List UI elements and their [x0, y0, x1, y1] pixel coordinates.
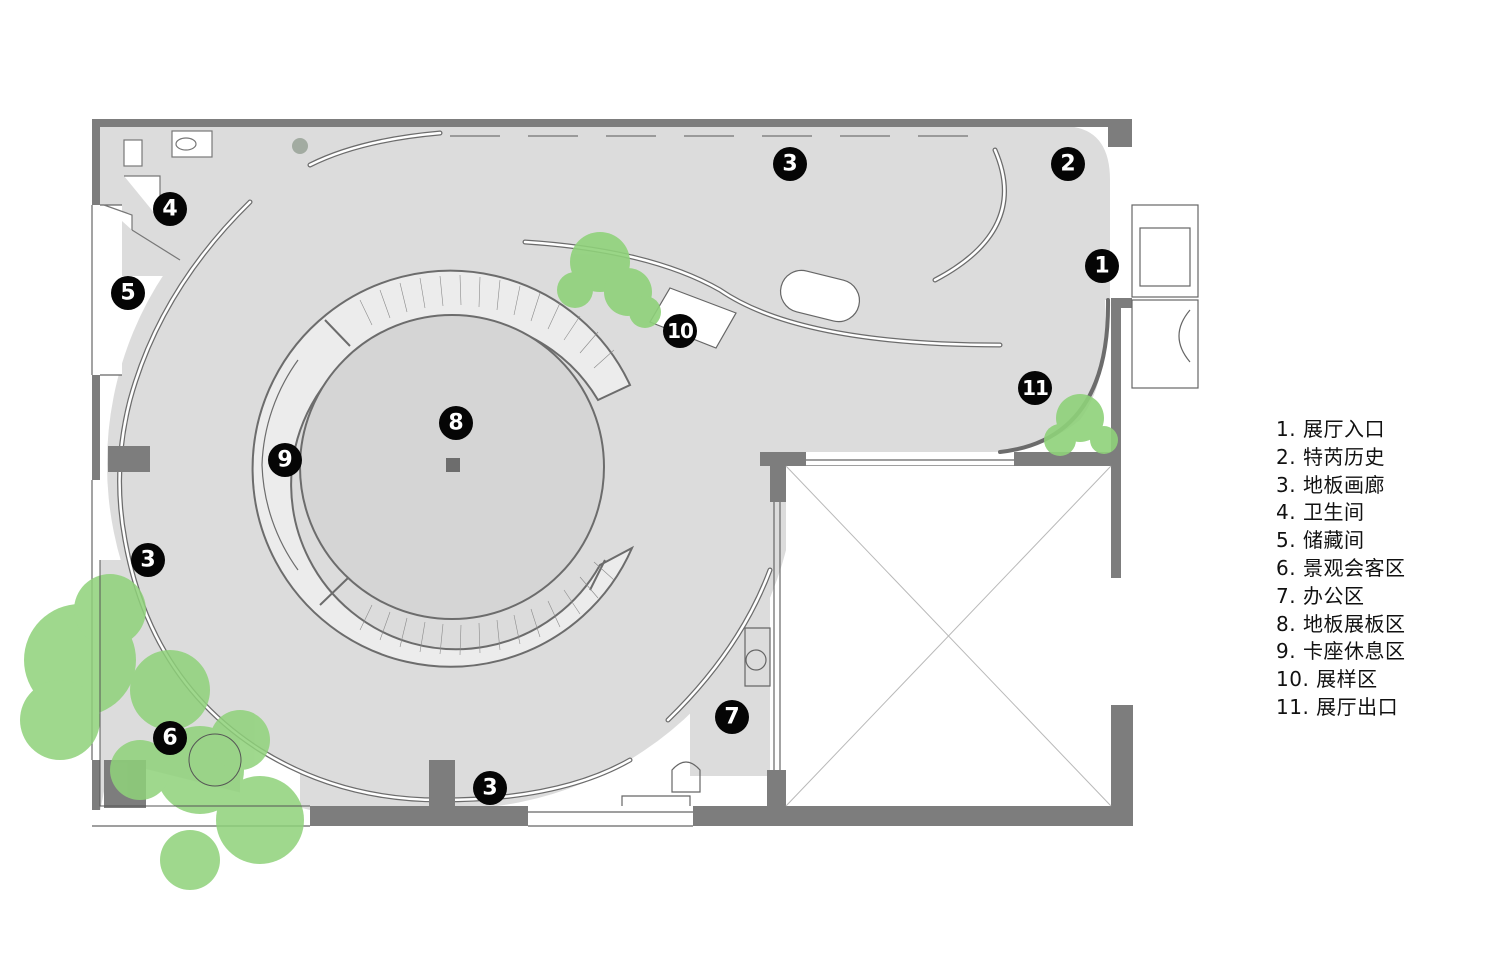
svg-text:1: 1 [1094, 254, 1109, 279]
svg-text:6: 6 [162, 726, 177, 751]
legend-item: 5. 储藏间 [1276, 528, 1365, 553]
svg-text:3: 3 [482, 776, 497, 801]
restroom-fixtures [103, 130, 213, 261]
lounge-outline [99, 560, 310, 807]
marker-3-top: 3 [773, 147, 807, 181]
circular-exhibit [251, 269, 635, 668]
svg-text:10: 10 [667, 319, 693, 343]
svg-text:8: 8 [448, 411, 463, 436]
legend-item: 9. 卡座休息区 [1276, 639, 1406, 664]
marker-1: 1 [1085, 249, 1119, 283]
legend: 1. 展厅入口 2. 特芮历史 3. 地板画廊 4. 卫生间 5. 储藏间 6.… [1276, 416, 1405, 722]
legend-item: 4. 卫生间 [1276, 500, 1365, 525]
legend-item: 11. 展厅出口 [1276, 694, 1399, 719]
legend-item: 2. 特芮历史 [1276, 444, 1385, 469]
marker-11: 11 [1018, 371, 1052, 405]
marker-6: 6 [153, 721, 187, 755]
display-pedestals [649, 269, 861, 349]
central-column [446, 458, 460, 472]
marker-5: 5 [111, 276, 145, 310]
svg-text:2: 2 [1060, 152, 1075, 177]
greenery-tree-upper [292, 138, 661, 328]
svg-text:11: 11 [1022, 376, 1048, 400]
atrium-void [785, 465, 1112, 807]
marker-3-bottom: 3 [473, 771, 507, 805]
legend-item: 8. 地板展板区 [1276, 611, 1406, 636]
svg-text:3: 3 [140, 548, 155, 573]
marker-7: 7 [715, 700, 749, 734]
marker-4: 4 [153, 192, 187, 226]
seating-hatch [359, 274, 615, 656]
marker-8: 8 [439, 406, 473, 440]
svg-text:7: 7 [724, 705, 739, 730]
svg-text:9: 9 [277, 448, 292, 473]
marker-3-left: 3 [131, 543, 165, 577]
marker-10: 10 [663, 314, 697, 348]
legend-item: 10. 展样区 [1276, 667, 1378, 692]
svg-text:3: 3 [782, 152, 797, 177]
legend-item: 3. 地板画廊 [1276, 472, 1385, 497]
svg-text:4: 4 [162, 197, 177, 222]
legend-item: 6. 景观会客区 [1276, 555, 1406, 580]
greenery-tree-lounge [20, 574, 304, 890]
greenery-tree-exit [1044, 394, 1118, 456]
markers: 1 2 3 3 3 4 5 6 7 8 9 10 [111, 147, 1119, 805]
svg-text:5: 5 [120, 281, 135, 306]
marker-2: 2 [1051, 147, 1085, 181]
legend-item: 1. 展厅入口 [1276, 417, 1385, 441]
legend-item: 7. 办公区 [1276, 583, 1365, 608]
marker-9: 9 [268, 443, 302, 477]
